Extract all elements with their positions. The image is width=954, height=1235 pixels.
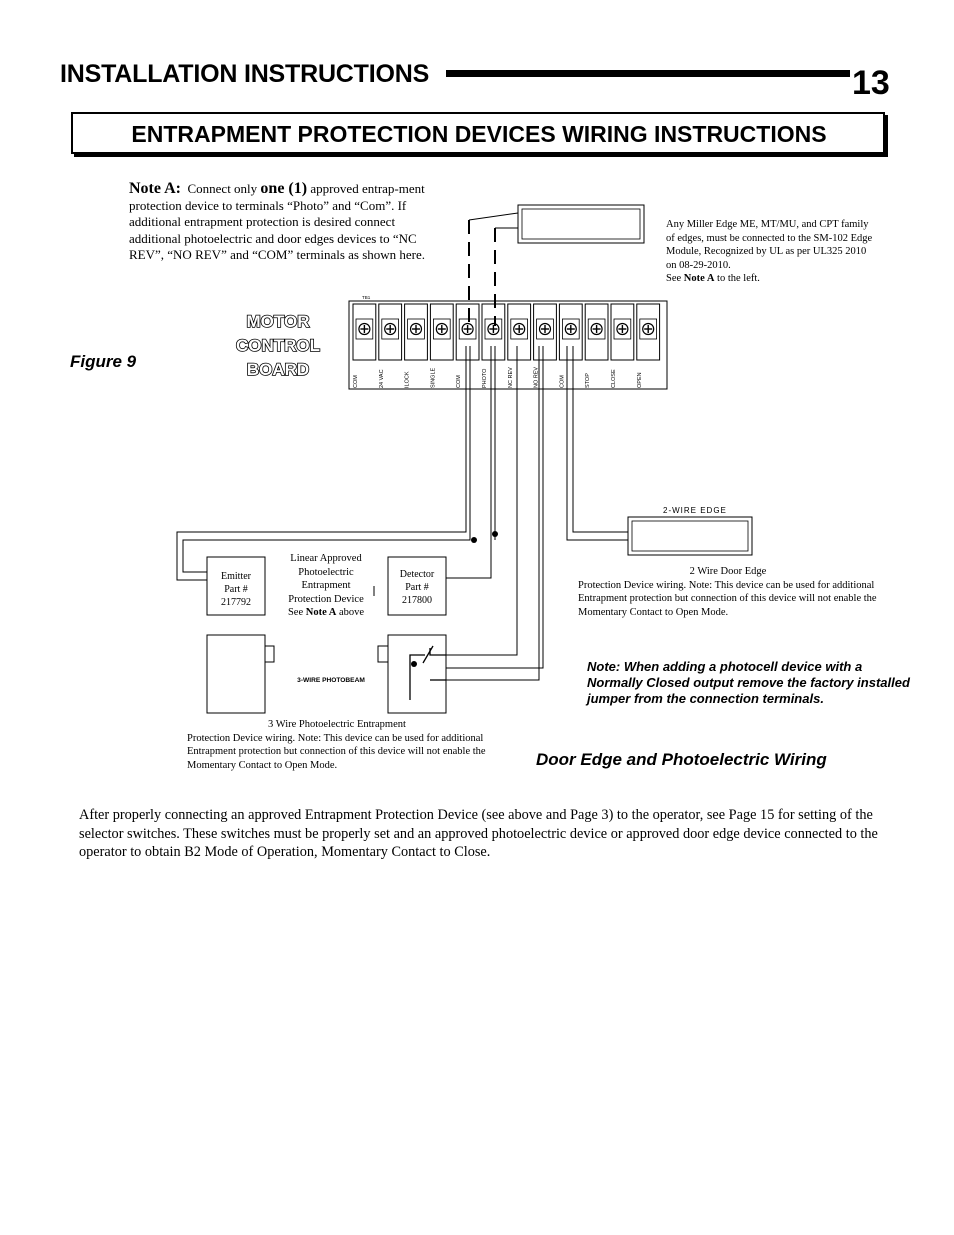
note-a-one: one (1) xyxy=(260,180,308,197)
terminal-8: COM xyxy=(558,303,583,388)
two-wire-caption-body: Protection Device wiring. Note: This dev… xyxy=(578,579,877,618)
terminal-label-6: NC REV xyxy=(508,367,514,388)
terminal-label-10: CLOSE xyxy=(611,369,617,388)
two-wire-edge-box xyxy=(627,516,753,556)
three-wire-caption-title: 3 Wire Photoelectric Entrapment xyxy=(268,719,406,730)
linear-line-4: Protection Device xyxy=(288,593,364,605)
detector-line-3: 217800 xyxy=(402,595,432,606)
mcb-line-2: CONTROL xyxy=(235,335,321,356)
detector-box xyxy=(387,556,447,616)
emitter-line-1: Emitter xyxy=(221,571,251,582)
terminal-9: STOP xyxy=(584,303,609,388)
terminal-label-1: 24 VAC xyxy=(379,369,385,388)
terminal-label-11: OPEN xyxy=(637,372,643,388)
door-edge-title: Door Edge and Photoelectric Wiring xyxy=(536,750,827,769)
terminal-4: COM xyxy=(455,303,480,388)
terminal-10: CLOSE xyxy=(610,303,635,388)
wire-junction-2 xyxy=(492,531,498,537)
terminal-1: 24 VAC xyxy=(378,303,403,388)
photocell-note: Note: When adding a photocell device wit… xyxy=(587,659,910,706)
three-wire-caption-body: Protection Device wiring. Note: This dev… xyxy=(187,732,486,771)
terminal-label-8: COM xyxy=(559,375,565,388)
linear-line-3: Entrapment xyxy=(301,580,351,591)
miller-edge-note-text: Any Miller Edge ME, MT/MU, and CPT famil… xyxy=(666,219,873,271)
emitter-line-3: 217792 xyxy=(221,597,251,608)
note-a: Note A: Connect only one (1) approved en… xyxy=(129,180,447,264)
figure-label: Figure 9 xyxy=(70,352,137,371)
terminal-label-4: COM xyxy=(456,375,462,388)
terminal-label-9: STOP xyxy=(585,373,591,388)
terminal-label-5: PHOTO xyxy=(482,368,488,388)
terminal-0: COM xyxy=(352,303,377,388)
terminal-6: NC REV xyxy=(507,303,532,388)
dashed-wires xyxy=(468,220,496,326)
relay-contacts xyxy=(409,645,446,700)
miller-tail: to the left. xyxy=(714,273,760,284)
header-rule xyxy=(446,70,850,77)
photobeam-receiver-tab xyxy=(377,645,389,663)
emitter-label: Emitter Part # 217792 xyxy=(207,570,265,609)
note-a-label: Note A: xyxy=(129,180,181,197)
note-a-text-2: approved entrap-ment protection device t… xyxy=(129,181,426,262)
edge-module-inner xyxy=(521,208,641,240)
terminal-label-7: NO REV xyxy=(534,367,540,388)
photobeam-receiver-box xyxy=(387,634,447,714)
detector-label: Detector Part # 217800 xyxy=(388,568,446,607)
edge-module-box xyxy=(517,204,645,244)
two-wire-caption: 2 Wire Door Edge Protection Device wirin… xyxy=(578,565,878,619)
detector-line-2: Part # xyxy=(405,582,429,593)
two-wire-edge-label: 2-WIRE EDGE xyxy=(663,506,727,515)
body-paragraph: After properly connecting an approved En… xyxy=(79,807,878,860)
wire-edge-a xyxy=(468,212,519,221)
linear-device-label: Linear Approved Photoelectric Entrapment… xyxy=(276,552,376,620)
mcb-line-1: MOTOR xyxy=(246,311,311,332)
three-wire-caption: 3 Wire Photoelectric Entrapment Protecti… xyxy=(187,718,487,772)
detector-line-1: Detector xyxy=(399,569,435,580)
photobeam-emitter-box xyxy=(206,634,266,714)
miller-note-ref: Note A xyxy=(683,273,715,284)
mcb-line-3: BOARD xyxy=(246,359,310,380)
terminal-3: SINGLE xyxy=(429,303,454,388)
motor-control-board-label: MOTOR CONTROL BOARD xyxy=(222,310,334,382)
linear-line-1: Linear Approved xyxy=(290,553,362,564)
terminal-label-0: COM xyxy=(353,375,359,388)
two-wire-edge-inner xyxy=(631,520,749,552)
linear-note-ref: Note A xyxy=(305,607,337,618)
emitter-line-2: Part # xyxy=(224,584,248,595)
emitter-box xyxy=(206,556,266,616)
photobeam-label: 3-WIRE PHOTOBEAM xyxy=(297,677,365,684)
page-header-title: INSTALLATION INSTRUCTIONS xyxy=(60,60,430,88)
photobeam-emitter-tab xyxy=(264,645,275,663)
miller-see: See xyxy=(666,273,684,284)
wires xyxy=(176,346,628,681)
section-title: ENTRAPMENT PROTECTION DEVICES WIRING INS… xyxy=(131,121,827,147)
section-title-box: ENTRAPMENT PROTECTION DEVICES WIRING INS… xyxy=(71,112,885,154)
terminal-5: PHOTO xyxy=(481,303,506,388)
terminal-label-2: ILOCK xyxy=(405,371,411,388)
two-wire-caption-title: 2 Wire Door Edge xyxy=(689,566,767,577)
terminal-2: ILOCK xyxy=(404,303,428,388)
linear-line-2: Photoelectric xyxy=(298,566,354,578)
miller-edge-note: Any Miller Edge ME, MT/MU, and CPT famil… xyxy=(666,218,876,286)
terminal-11: OPEN xyxy=(636,303,661,388)
linear-line-5: See Note A above xyxy=(287,607,365,618)
terminal-strip-corner-label: TB1 xyxy=(362,295,371,300)
terminal-strip: TB1 COM 24 VAC ILOCK SINGLE COM PHOTO NC REV NO… xyxy=(348,295,668,390)
page-number: 13 xyxy=(852,64,890,102)
note-a-text-1: Connect only xyxy=(187,181,261,196)
relay-junction xyxy=(411,661,417,667)
wire-junction-1 xyxy=(471,537,477,543)
terminal-label-3: SINGLE xyxy=(430,367,436,388)
